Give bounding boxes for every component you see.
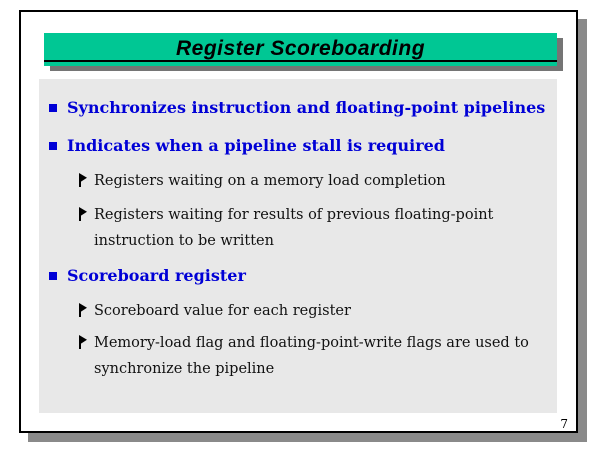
sub-bullet-item: Registers waiting on a memory load compl…	[39, 168, 557, 194]
bullet-text: Scoreboard register	[67, 266, 246, 285]
sub-bullet-item: Scoreboard value for each register	[39, 298, 557, 324]
slide-body-panel: Synchronizes instruction and floating-po…	[39, 79, 557, 413]
title-underline	[44, 60, 557, 62]
sub-bullet-item: Registers waiting for results of previou…	[39, 202, 557, 254]
square-bullet-icon	[49, 142, 57, 150]
sub-bullet-text: Memory-load flag and floating-point-writ…	[94, 335, 529, 377]
triangle-arrow-bullet-icon	[79, 335, 87, 349]
sub-bullet-text: Registers waiting on a memory load compl…	[94, 173, 446, 189]
bullet-text: Indicates when a pipeline stall is requi…	[67, 136, 445, 155]
sub-bullet-item: Memory-load flag and floating-point-writ…	[39, 330, 557, 382]
slide-title: Register Scoreboarding	[175, 37, 426, 60]
bullet-text: Synchronizes instruction and floating-po…	[67, 98, 546, 117]
triangle-arrow-bullet-icon	[79, 303, 87, 317]
bullet-item: Indicates when a pipeline stall is requi…	[39, 135, 557, 157]
triangle-arrow-bullet-icon	[79, 173, 87, 187]
sub-bullet-text: Registers waiting for results of previou…	[94, 207, 494, 249]
page-number: 7	[560, 417, 568, 431]
slide-page: Register Scoreboarding Synchronizes inst…	[19, 10, 578, 433]
triangle-arrow-bullet-icon	[79, 207, 87, 221]
bullet-item: Scoreboard register	[39, 265, 557, 287]
square-bullet-icon	[49, 272, 57, 280]
bullet-item: Synchronizes instruction and floating-po…	[39, 97, 557, 119]
slide-title-bar: Register Scoreboarding	[44, 33, 557, 66]
sub-bullet-text: Scoreboard value for each register	[94, 303, 351, 319]
square-bullet-icon	[49, 104, 57, 112]
